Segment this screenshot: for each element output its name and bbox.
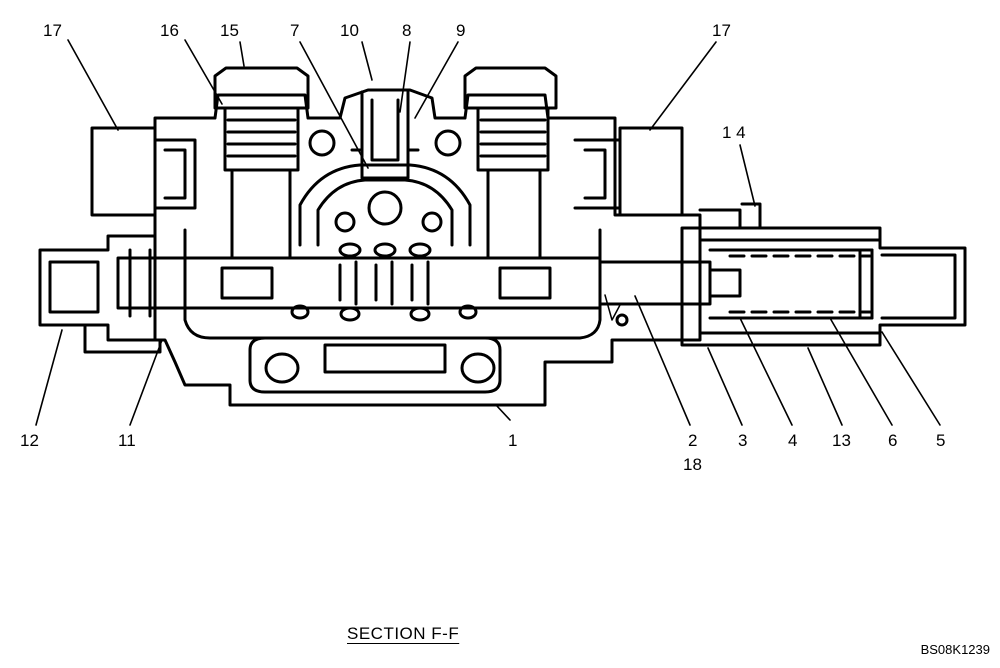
left-port-bore	[163, 148, 187, 200]
drawing-id: BS08K1239	[920, 642, 990, 657]
right-relief-thread	[479, 118, 547, 158]
passage-hole	[421, 211, 443, 233]
left-relief-stem	[230, 168, 292, 260]
passage-hole	[409, 306, 431, 322]
callout-7: 7	[290, 21, 299, 40]
leader-4	[739, 317, 793, 426]
spool-collar	[128, 248, 152, 318]
right-port-bore	[583, 148, 607, 200]
leader-9	[414, 41, 459, 119]
right-port-insert	[573, 138, 622, 210]
callout-6: 6	[888, 431, 897, 450]
leader-17-left	[67, 39, 119, 131]
callout-8: 8	[402, 21, 411, 40]
leader-1	[495, 404, 511, 421]
passage-hole	[334, 211, 356, 233]
callout-13: 13	[832, 431, 851, 450]
passage-hole	[458, 304, 478, 320]
leader-3	[707, 347, 743, 426]
bottom-port-left	[264, 352, 300, 384]
passage-hole	[434, 129, 462, 157]
top-plug-bore	[370, 98, 400, 162]
bottom-port-right	[460, 352, 496, 384]
callout-12: 12	[20, 431, 39, 450]
leader-15	[239, 41, 245, 67]
section-title: SECTION F-F	[347, 624, 460, 643]
spring-seat	[708, 248, 874, 320]
spool-center-grooves	[338, 260, 430, 306]
spring-retainer	[858, 248, 874, 320]
spool-land-right	[498, 266, 552, 300]
top-plug	[360, 90, 410, 180]
leader-13	[807, 347, 843, 426]
passage-hole	[615, 313, 629, 327]
passage-hole	[308, 129, 336, 157]
right-port-plug	[618, 126, 684, 217]
callout-14: 1 4	[722, 123, 746, 142]
callout-11: 11	[118, 431, 136, 450]
break-line	[604, 294, 621, 321]
callout-2: 2	[688, 431, 697, 450]
callout-1: 1	[508, 431, 517, 450]
right-relief-body	[476, 106, 550, 172]
callout-9: 9	[456, 21, 465, 40]
leader-12	[35, 329, 63, 426]
callout-16: 16	[160, 21, 179, 40]
leader-2	[634, 295, 691, 426]
right-relief-stem	[486, 168, 542, 260]
callout-3: 3	[738, 431, 747, 450]
leader-17-right	[649, 41, 717, 131]
left-port-plug	[90, 126, 157, 217]
callout-18: 18	[683, 455, 702, 474]
spool	[116, 256, 602, 310]
passage-hole	[290, 304, 310, 320]
left-relief-nut	[213, 66, 310, 110]
leader-14	[739, 144, 756, 207]
inner-passage	[183, 228, 602, 340]
leader-11	[129, 339, 163, 426]
right-relief-nut	[463, 66, 558, 110]
leader-8	[399, 41, 411, 113]
callout-17-right: 17	[712, 21, 731, 40]
left-end-inner	[48, 260, 100, 314]
valve-body-outline	[153, 88, 702, 407]
left-relief-body	[223, 106, 300, 172]
spring-housing	[680, 226, 967, 347]
left-port-insert	[153, 138, 197, 210]
small-plug	[698, 202, 762, 230]
spring-rod	[598, 260, 712, 306]
callout-10: 10	[340, 21, 359, 40]
center-bottom-slot	[323, 343, 447, 374]
spring-cap	[880, 253, 957, 320]
callout-4: 4	[788, 431, 797, 450]
passage-hole	[408, 242, 432, 258]
left-end-cap	[38, 234, 157, 342]
callout-17-left: 17	[43, 21, 62, 40]
center-cavity-inner	[316, 178, 454, 247]
left-relief-thread	[226, 118, 297, 158]
leader-7	[299, 41, 369, 169]
callout-5: 5	[936, 431, 945, 450]
leader-16	[184, 39, 223, 105]
leader-5	[881, 331, 941, 426]
spring-coils	[728, 254, 872, 314]
passage-hole	[367, 190, 403, 226]
passage-hole	[339, 306, 361, 322]
center-cavity	[298, 163, 472, 247]
callout-15: 15	[220, 21, 239, 40]
spool-land-left	[220, 266, 274, 300]
leader-10	[361, 41, 373, 81]
leader-6	[829, 317, 893, 426]
spring-housing-inner	[698, 238, 882, 335]
passage-hole	[373, 242, 397, 258]
passage-hole	[338, 242, 362, 258]
